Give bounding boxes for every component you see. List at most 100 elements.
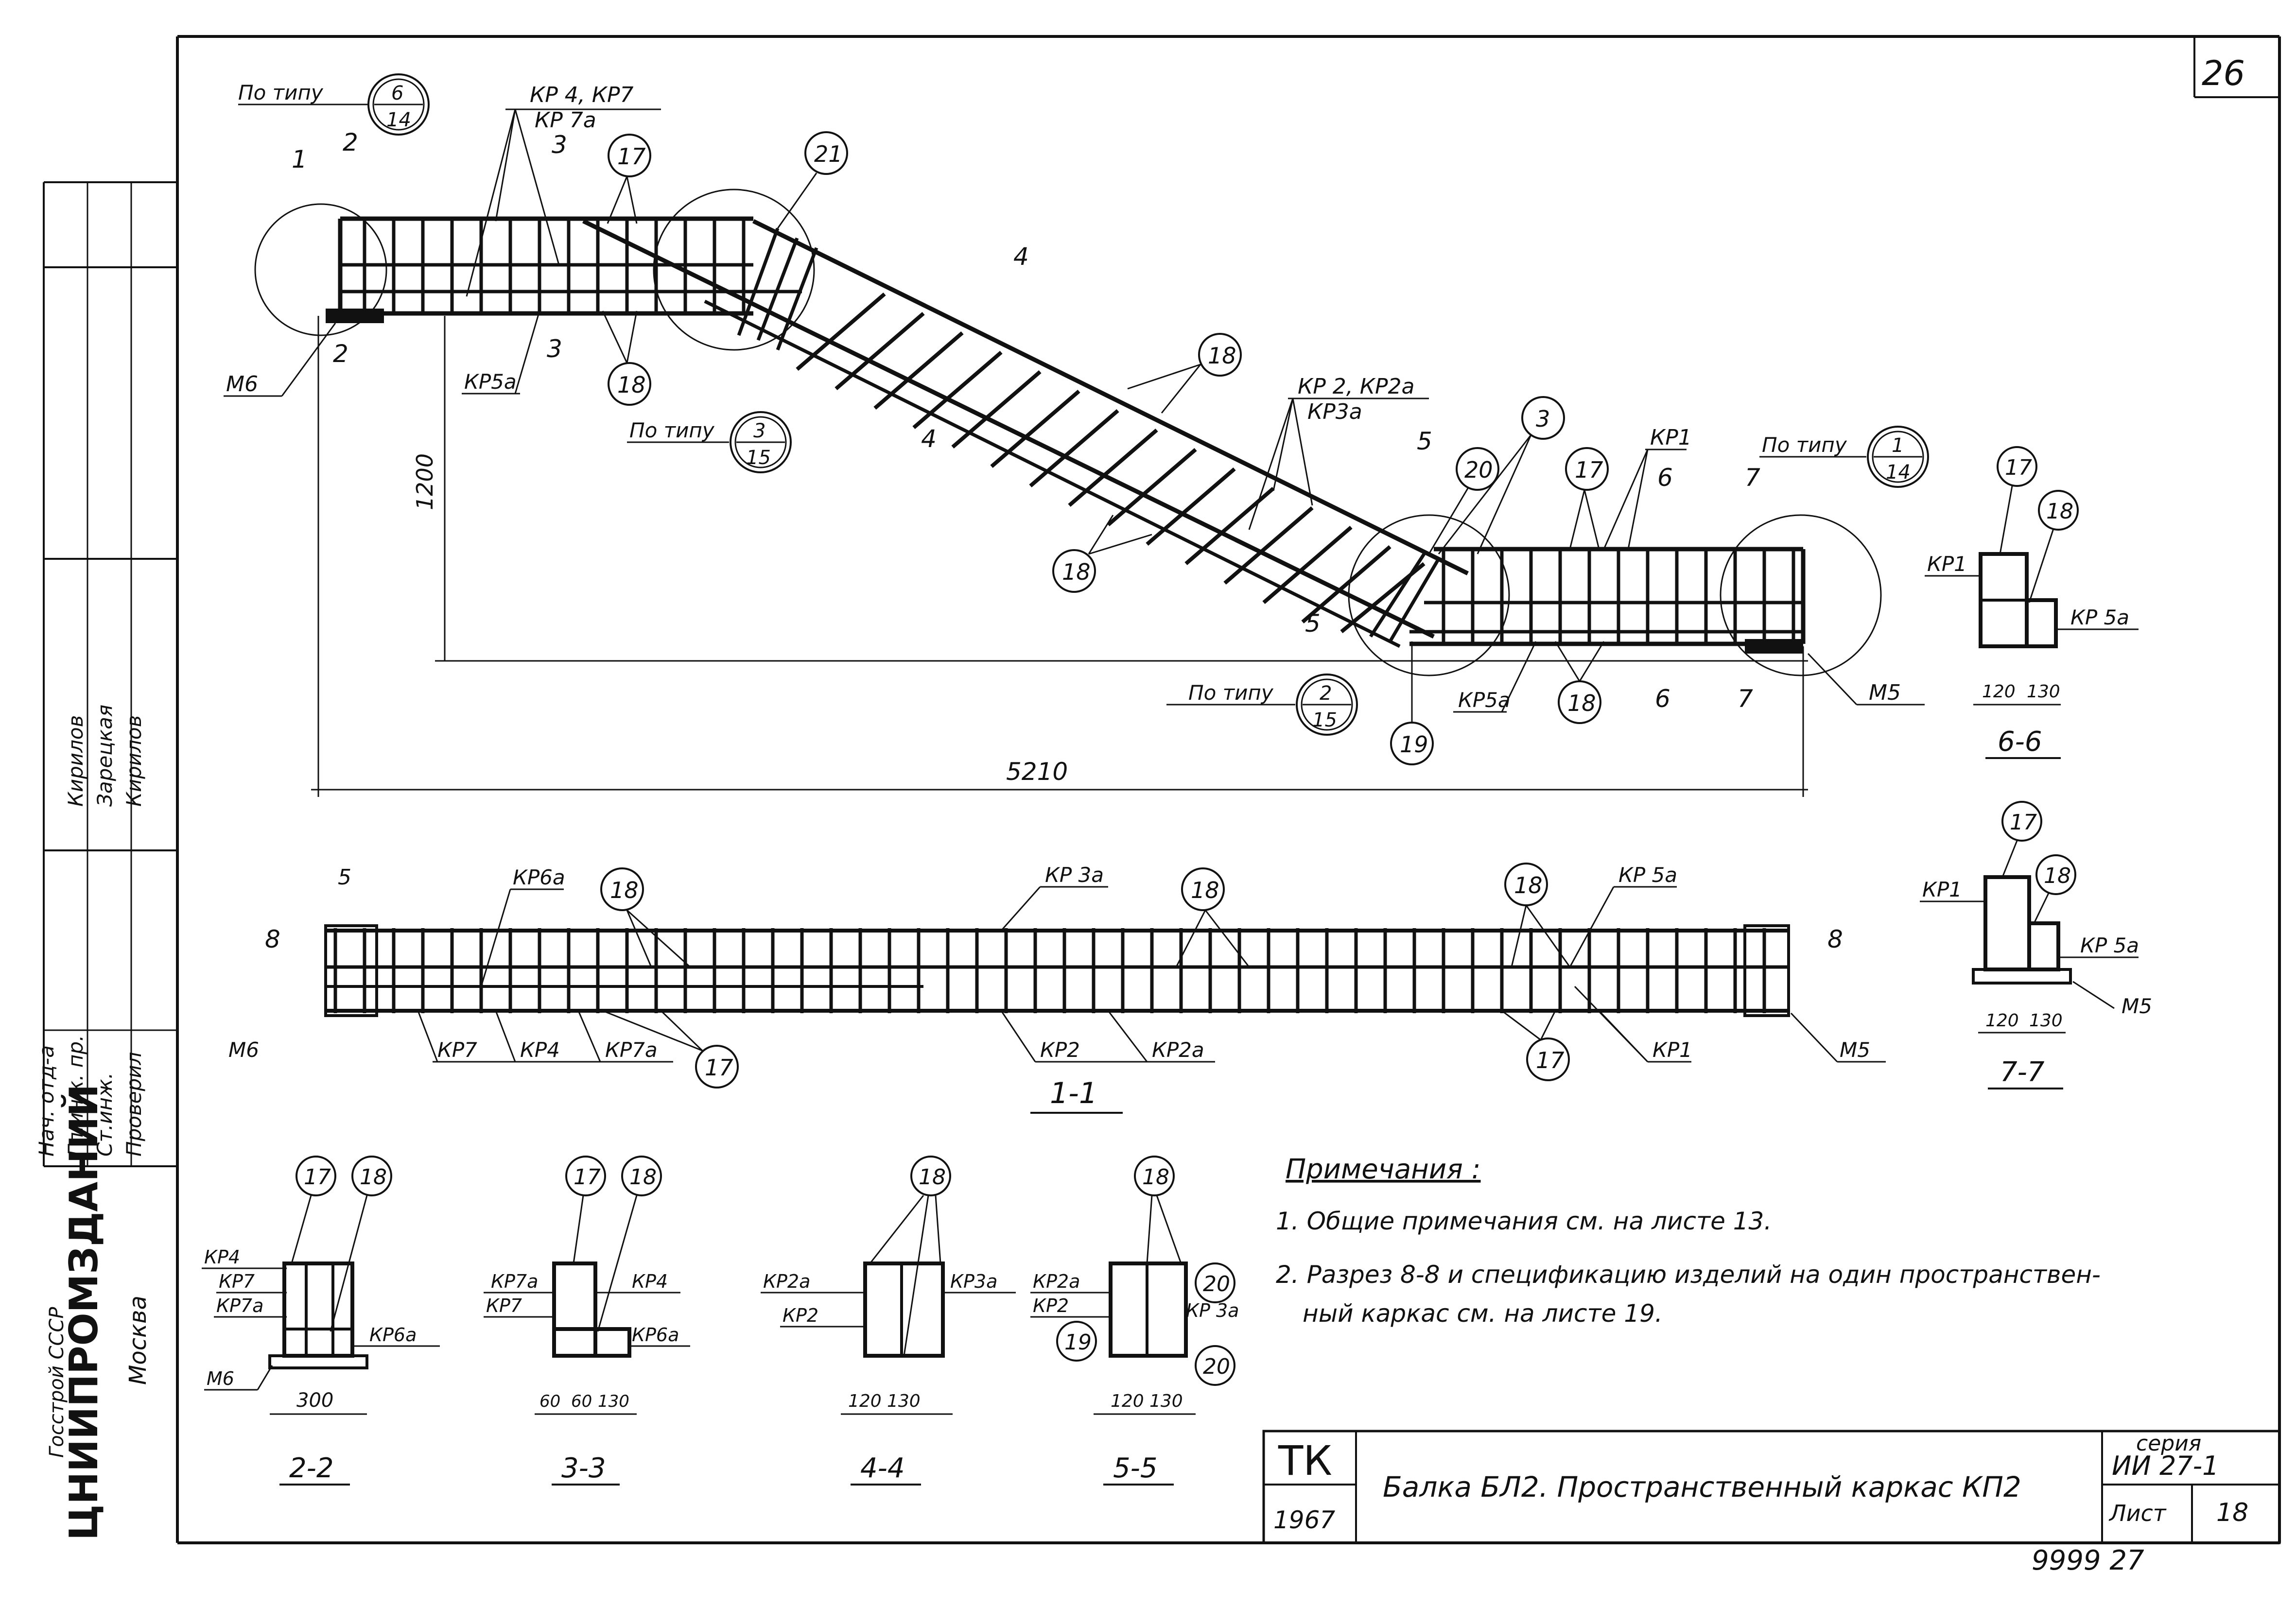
s55-kp2a: КР2а xyxy=(1033,1271,1080,1292)
notes-heading: Примечания : xyxy=(1286,1154,1481,1185)
dimension-lines xyxy=(311,316,1808,797)
cut-mark-7b: 7 xyxy=(1738,685,1753,713)
s11-kp2a: КР2а xyxy=(1152,1038,1204,1062)
ref-left-mid: По типу 3 15 xyxy=(627,411,792,473)
s77-callout-18: 18 xyxy=(2044,864,2071,888)
cut-mark-6: 6 xyxy=(1657,464,1673,492)
s55-callout-20-a: 20 xyxy=(1203,1272,1230,1296)
callout-19: 19 xyxy=(1390,722,1434,765)
s55-title: 5-5 xyxy=(1113,1452,1157,1484)
cut-mark-3: 3 xyxy=(552,131,567,159)
s55-callout-19: 19 xyxy=(1064,1330,1092,1355)
s11-kp6a: КР6а xyxy=(513,865,565,889)
s22-callout-18: 18 xyxy=(360,1165,387,1190)
s11-mark8-left: 8 xyxy=(265,925,280,953)
label-kp1: КР1 xyxy=(1650,425,1692,450)
ref-right: По типу 1 14 xyxy=(1759,426,1929,488)
dim-length: 5210 xyxy=(1006,758,1068,786)
tb-footer-number: 9999 27 xyxy=(2032,1545,2144,1576)
tb-year: 1967 xyxy=(1273,1506,1335,1534)
stamp-name-2: Зарецкая xyxy=(93,705,117,807)
s44-kp2a: КР2а xyxy=(763,1271,810,1292)
callout-18-c: 18 xyxy=(1052,549,1096,593)
section-3-3: КР7а КР7 КР4 КР6а 17 18 60 60 130 3-3 xyxy=(484,1156,690,1486)
stamp-org-2: ЦНИИПРОМЗДАНИЙ xyxy=(61,1084,106,1540)
s11-callout-17-a: 17 xyxy=(705,1054,733,1081)
cut-mark-1: 1 xyxy=(292,145,307,173)
s22-callout-17: 17 xyxy=(304,1165,331,1190)
s22-kp7a: КР7а xyxy=(216,1295,263,1316)
s33-dim3: 130 xyxy=(598,1392,629,1411)
svg-text:18: 18 xyxy=(1062,559,1091,585)
dim-height: 1200 xyxy=(412,453,438,510)
cut-mark-5b: 5 xyxy=(1305,609,1321,638)
section-1-1: 5 8 8 КР6а КР 3а КР 5а М6 КР7 КР4 КР7а К… xyxy=(228,863,1886,1114)
callout-18-b: 18 xyxy=(1198,333,1242,377)
s11-callout-18-b: 18 xyxy=(1191,877,1219,903)
callout-17-a: 17 xyxy=(608,134,651,177)
section-7-7: КР1 КР 5а М5 17 18 120 130 7-7 xyxy=(1920,801,2152,1089)
tb-series-label: серия xyxy=(2136,1431,2201,1456)
s22-title: 2-2 xyxy=(289,1452,333,1484)
s11-callout-17-b: 17 xyxy=(1536,1047,1565,1073)
s11-callout-18-c: 18 xyxy=(1514,872,1543,899)
label-kp4-kp7: КР 4, КР7 xyxy=(530,83,634,107)
s11-callout-18-a: 18 xyxy=(610,877,639,903)
s44-dim2: 130 xyxy=(887,1391,921,1411)
title-block: ТК 1967 Балка БЛ2. Пространственный карк… xyxy=(1262,1430,2281,1576)
label-kp7a: КР 7а xyxy=(535,108,596,133)
s77-title: 7-7 xyxy=(2000,1056,2045,1088)
ref-sheet: 15 xyxy=(746,447,771,469)
label-m6: М6 xyxy=(226,372,258,397)
s44-dim1: 120 xyxy=(848,1391,882,1411)
s22-kp7: КР7 xyxy=(219,1271,255,1292)
s33-dim2: 60 xyxy=(571,1392,592,1411)
s11-kp5a: КР 5а xyxy=(1618,863,1677,887)
ref-sheet: 14 xyxy=(386,109,411,131)
ref-sheet: 15 xyxy=(1312,709,1337,731)
label-kp5a-left: КР5а xyxy=(464,370,517,394)
svg-text:18: 18 xyxy=(1208,343,1236,369)
callout-21: 21 xyxy=(804,131,848,175)
s77-dim1: 120 xyxy=(1985,1011,2019,1031)
stamp-org-1: Госстрой СССР xyxy=(46,1307,68,1458)
s44-title: 4-4 xyxy=(860,1452,904,1484)
s66-kp5a: КР 5а xyxy=(2070,605,2129,629)
section-6-6: КР1 КР 5а 17 18 120 130 6-6 xyxy=(1925,446,2139,759)
cut-mark-2b: 2 xyxy=(333,340,348,368)
s11-kp1: КР1 xyxy=(1652,1038,1692,1062)
s33-kp7a: КР7а xyxy=(491,1271,538,1292)
s11-dim5: 5 xyxy=(338,865,351,890)
s66-dim2: 130 xyxy=(2027,682,2060,702)
notes-line-3: ный каркас см. на листе 19. xyxy=(1303,1299,1663,1328)
s33-kp6a: КР6а xyxy=(632,1324,679,1346)
s55-dim2: 130 xyxy=(1149,1391,1183,1411)
s66-callout-17: 17 xyxy=(2005,455,2032,480)
s11-m6: М6 xyxy=(228,1038,259,1062)
svg-text:18: 18 xyxy=(617,372,646,398)
s33-callout-18: 18 xyxy=(629,1165,657,1190)
s11-kp7a: КР7а xyxy=(605,1038,658,1062)
label-m5: М5 xyxy=(1869,680,1901,705)
s11-m5: М5 xyxy=(1840,1038,1870,1062)
s11-kp3a: КР 3а xyxy=(1045,863,1104,887)
s11-kp2: КР2 xyxy=(1040,1038,1080,1062)
cut-mark-4: 4 xyxy=(1013,242,1029,271)
ref-label: По типу xyxy=(1762,433,1847,457)
s11-title: 1-1 xyxy=(1050,1076,1097,1110)
label-kp2-kp2a: КР 2, КР2а xyxy=(1298,374,1414,399)
s11-kp4: КР4 xyxy=(520,1038,560,1062)
callout-18-d: 18 xyxy=(1558,680,1601,724)
s44-callout-18: 18 xyxy=(919,1165,946,1190)
callout-3: 3 xyxy=(1521,396,1565,440)
stamp-role-3: Ст.инж. xyxy=(93,1072,117,1157)
cut-mark-2: 2 xyxy=(343,128,358,156)
inclined-cage xyxy=(582,219,1469,648)
s33-title: 3-3 xyxy=(561,1452,606,1484)
stamp-role-1: Нач. отд-а xyxy=(35,1045,58,1157)
s55-kp3a: КР 3а xyxy=(1186,1300,1239,1321)
s77-kp1: КР1 xyxy=(1922,878,1962,901)
s33-kp7: КР7 xyxy=(486,1295,522,1316)
cut-mark-4b: 4 xyxy=(921,425,937,453)
s77-callout-17: 17 xyxy=(2010,810,2037,835)
